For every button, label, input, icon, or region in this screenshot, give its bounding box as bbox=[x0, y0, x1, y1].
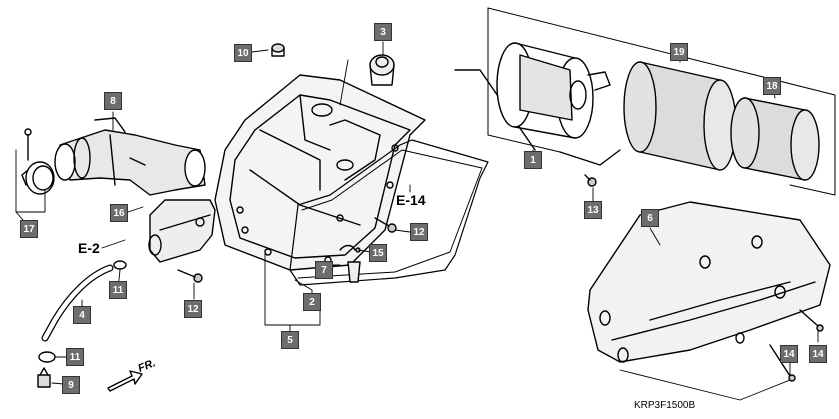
callout-2: 2 bbox=[303, 293, 321, 311]
reference-e14: E-14 bbox=[396, 192, 426, 208]
callout-1: 1 bbox=[524, 151, 542, 169]
reference-e2: E-2 bbox=[78, 240, 100, 256]
callout-12: 12 bbox=[184, 300, 202, 318]
callout-11: 11 bbox=[109, 281, 127, 299]
drain-plug bbox=[37, 367, 51, 388]
callout-13: 13 bbox=[584, 201, 602, 219]
callout-17: 17 bbox=[20, 220, 38, 238]
callout-15: 15 bbox=[369, 244, 387, 262]
callout-7: 7 bbox=[315, 261, 333, 279]
callout-6: 6 bbox=[641, 209, 659, 227]
breather-hose bbox=[41, 264, 114, 342]
screw bbox=[177, 217, 397, 283]
air-cleaner-cover bbox=[587, 201, 831, 363]
callout-3: 3 bbox=[374, 23, 392, 41]
callout-14: 14 bbox=[780, 345, 798, 363]
bolt bbox=[271, 43, 285, 57]
case-seal bbox=[289, 139, 489, 286]
callout-9: 9 bbox=[62, 376, 80, 394]
connecting-tube bbox=[54, 117, 206, 196]
callout-4: 4 bbox=[73, 306, 91, 324]
screw bbox=[584, 174, 597, 187]
callout-14: 14 bbox=[809, 345, 827, 363]
callout-5: 5 bbox=[281, 331, 299, 349]
breather-separator bbox=[369, 54, 395, 86]
element-holder bbox=[496, 42, 611, 139]
callout-18: 18 bbox=[763, 77, 781, 95]
connecting-tube-band bbox=[21, 128, 55, 195]
inner-element bbox=[730, 97, 820, 181]
direction-arrow bbox=[107, 370, 143, 392]
callout-10: 10 bbox=[234, 44, 252, 62]
callout-11: 11 bbox=[66, 348, 84, 366]
air-cleaner-case bbox=[214, 74, 426, 271]
outer-element bbox=[623, 61, 737, 171]
callout-19: 19 bbox=[670, 43, 688, 61]
callout-16: 16 bbox=[110, 204, 128, 222]
callout-8: 8 bbox=[104, 92, 122, 110]
drain-joint bbox=[148, 199, 216, 263]
cap bbox=[347, 261, 361, 283]
diagram-code: KRP3F1500B bbox=[634, 400, 696, 411]
callout-12: 12 bbox=[410, 223, 428, 241]
